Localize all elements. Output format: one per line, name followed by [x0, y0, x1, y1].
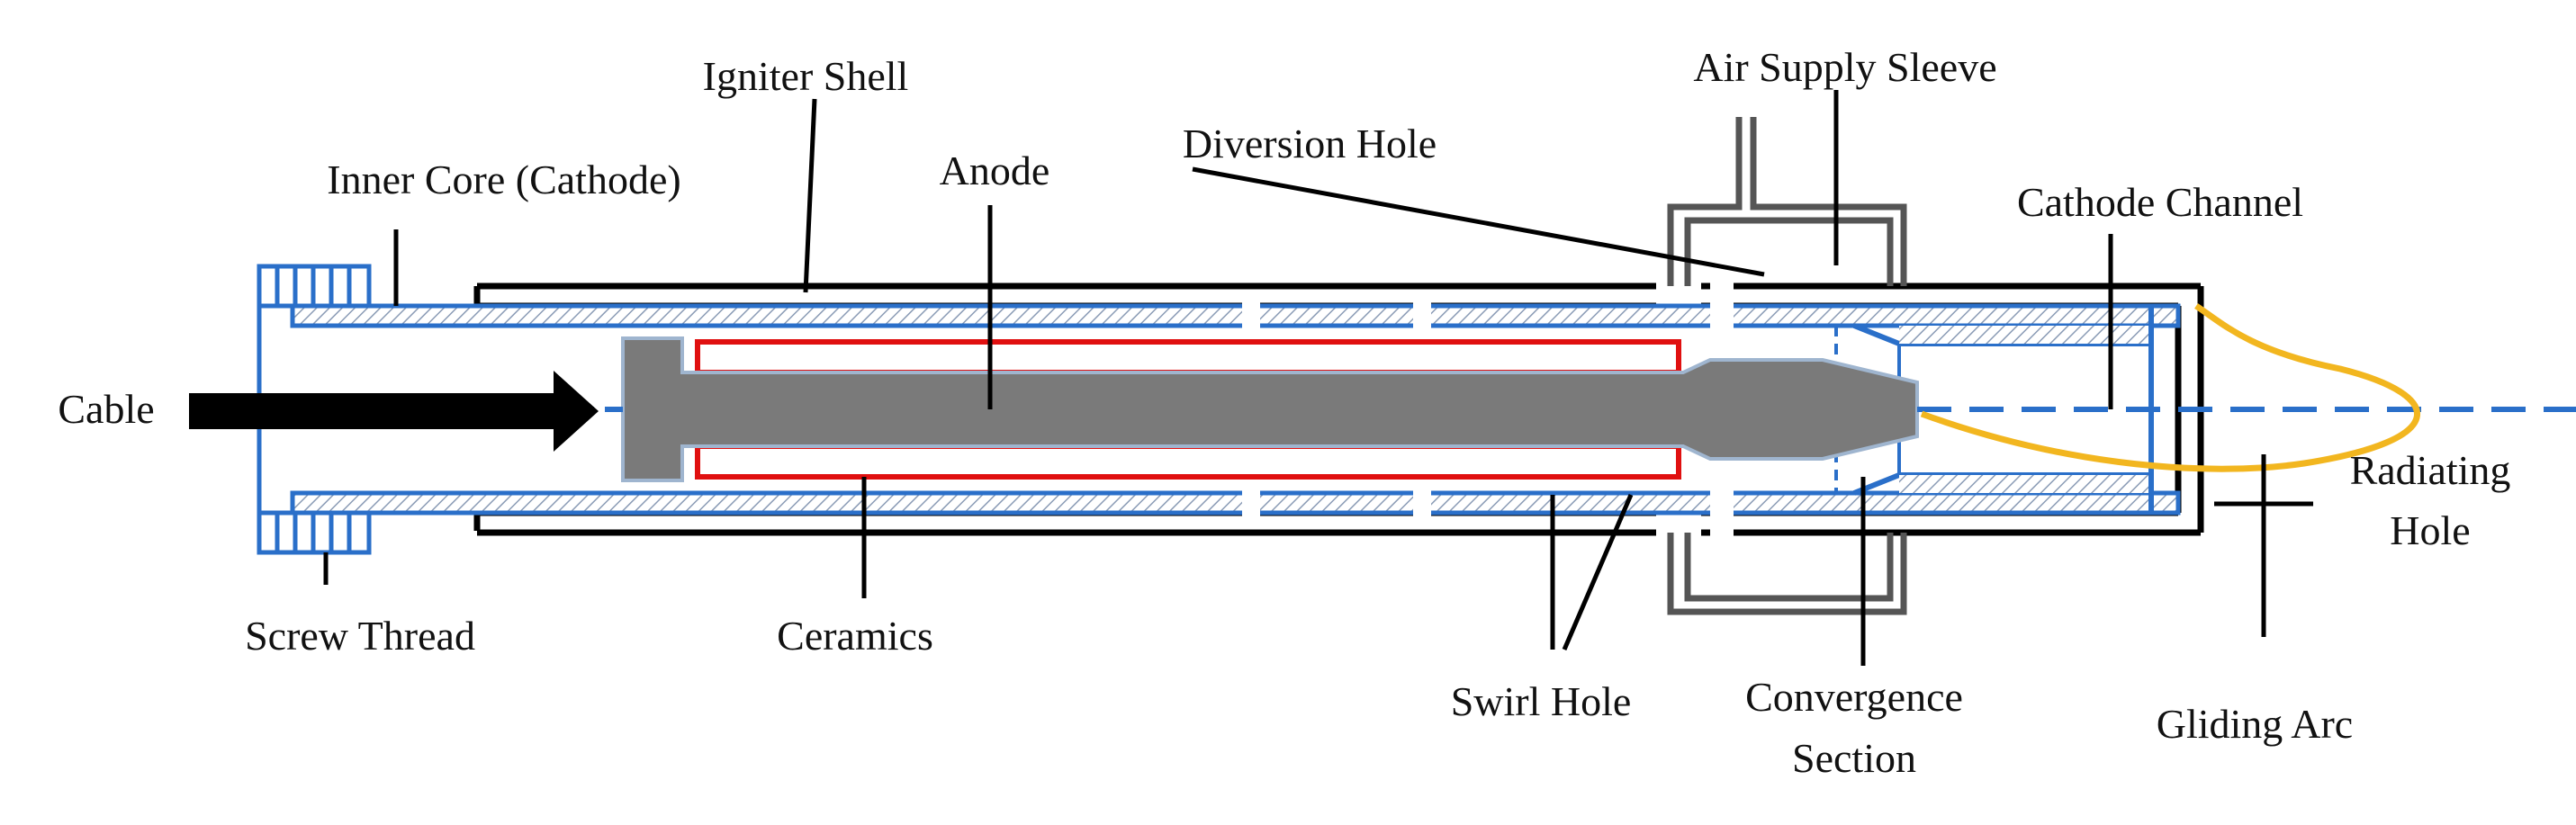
label-cable: Cable — [58, 386, 154, 432]
label-radiating-hole-2: Hole — [2390, 507, 2470, 553]
anode — [621, 336, 1919, 482]
label-screw-thread: Screw Thread — [245, 613, 475, 659]
label-cathode-channel: Cathode Channel — [2017, 179, 2303, 225]
label-gliding-arc: Gliding Arc — [2157, 701, 2353, 747]
label-swirl-hole: Swirl Hole — [1451, 678, 1632, 724]
swirl-holes — [1242, 282, 1734, 536]
gliding-arc — [1920, 303, 2420, 472]
label-igniter-shell: Igniter Shell — [703, 53, 909, 99]
label-convergence-1: Convergence — [1745, 674, 1963, 720]
label-ceramics: Ceramics — [777, 613, 933, 659]
label-diversion-hole: Diversion Hole — [1183, 121, 1437, 166]
label-convergence-2: Section — [1792, 735, 1916, 781]
air-supply-sleeve — [1667, 117, 1907, 615]
leader-lines — [323, 90, 2313, 666]
label-air-supply-sleeve: Air Supply Sleeve — [1693, 44, 1996, 90]
label-inner-core: Inner Core (Cathode) — [327, 157, 680, 202]
cable-arrow — [189, 371, 599, 452]
label-anode: Anode — [940, 148, 1050, 193]
label-radiating-hole-1: Radiating — [2350, 447, 2511, 493]
labels: Igniter Shell Air Supply Sleeve Inner Co… — [58, 44, 2510, 781]
